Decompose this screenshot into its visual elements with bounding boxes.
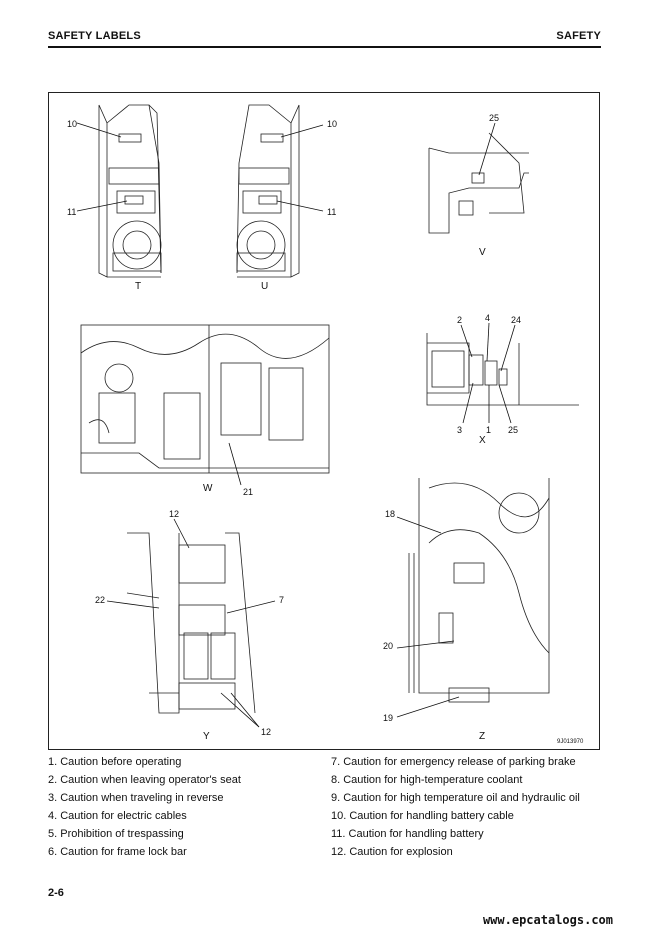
view-label-z: Z bbox=[479, 731, 485, 742]
callout-y-12-top: 12 bbox=[169, 509, 179, 519]
callout-x-2: 2 bbox=[457, 315, 462, 325]
callout-z-20: 20 bbox=[383, 641, 393, 651]
view-u-drawing bbox=[236, 104, 300, 278]
caption-item: 5. Prohibition of trespassing bbox=[48, 828, 184, 840]
callout-x-24: 24 bbox=[511, 315, 521, 325]
view-w-drawing bbox=[80, 324, 330, 474]
caption-item: 8. Caution for high-temperature coolant bbox=[331, 774, 523, 786]
view-y-drawing bbox=[126, 532, 256, 714]
watermark: www.epcatalogs.com bbox=[482, 913, 613, 927]
callout-y-7: 7 bbox=[279, 595, 284, 605]
view-t-drawing bbox=[98, 104, 162, 278]
caption-item: 3. Caution when traveling in reverse bbox=[48, 792, 224, 804]
callout-y-22: 22 bbox=[95, 595, 105, 605]
callout-w-21: 21 bbox=[243, 487, 253, 497]
callout-u-10: 10 bbox=[327, 119, 337, 129]
caption-item: 12. Caution for explosion bbox=[331, 846, 453, 858]
header-rule bbox=[48, 46, 601, 48]
caption-item: 2. Caution when leaving operator's seat bbox=[48, 774, 241, 786]
callout-u-11: 11 bbox=[327, 207, 336, 217]
callout-v-25: 25 bbox=[489, 113, 499, 123]
callout-x-3: 3 bbox=[457, 425, 462, 435]
chapter-title: SAFETY bbox=[556, 30, 601, 42]
section-title: SAFETY LABELS bbox=[48, 30, 141, 42]
caption-item: 1. Caution before operating bbox=[48, 756, 182, 768]
safety-labels-diagram: 10 11 10 11 25 21 2 4 24 3 1 25 12 22 7 … bbox=[67, 104, 584, 745]
caption-list-left: 1. Caution before operating 2. Caution w… bbox=[48, 753, 241, 861]
callout-t-11: 11 bbox=[67, 207, 76, 217]
callout-t-10: 10 bbox=[67, 119, 77, 129]
caption-item: 4. Caution for electric cables bbox=[48, 810, 187, 822]
callout-z-18: 18 bbox=[385, 509, 395, 519]
caption-list-right: 7. Caution for emergency release of park… bbox=[331, 753, 580, 861]
caption-item: 6. Caution for frame lock bar bbox=[48, 846, 187, 858]
callout-x-4: 4 bbox=[485, 313, 490, 323]
view-label-w: W bbox=[203, 483, 213, 494]
callout-x-1: 1 bbox=[486, 425, 491, 435]
view-x-drawing bbox=[426, 333, 579, 406]
figure-code: 9J013970 bbox=[557, 739, 584, 745]
callout-x-25: 25 bbox=[508, 425, 518, 435]
view-label-v: V bbox=[479, 247, 486, 258]
caption-item: 11. Caution for handling battery bbox=[331, 828, 484, 840]
view-label-u: U bbox=[261, 281, 268, 292]
view-label-y: Y bbox=[203, 731, 210, 742]
view-label-t: T bbox=[135, 281, 141, 292]
caption-item: 10. Caution for handling battery cable bbox=[331, 810, 514, 822]
page-number: 2-6 bbox=[48, 887, 64, 899]
caption-item: 7. Caution for emergency release of park… bbox=[331, 756, 576, 768]
callout-z-19: 19 bbox=[383, 713, 393, 723]
figure-frame: 10 11 10 11 25 21 2 4 24 3 1 25 12 22 7 … bbox=[48, 92, 600, 750]
view-label-x: X bbox=[479, 435, 486, 446]
caption-item: 9. Caution for high temperature oil and … bbox=[331, 792, 580, 804]
view-v-drawing bbox=[428, 132, 529, 234]
view-z-drawing bbox=[408, 478, 550, 703]
callout-y-12-bottom: 12 bbox=[261, 727, 271, 737]
